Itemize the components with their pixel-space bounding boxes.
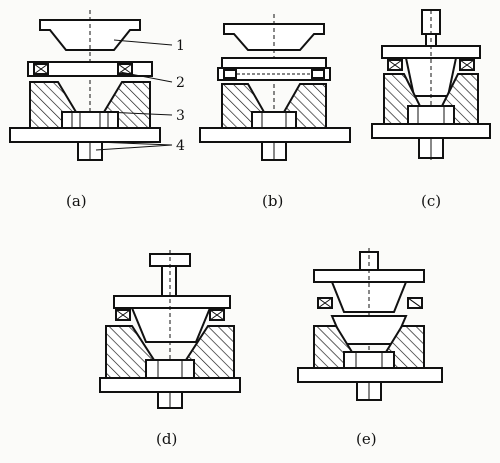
panel-a — [9, 10, 173, 161]
base-plate — [9, 127, 161, 143]
panel-c — [371, 9, 491, 160]
panel-label-c: (c) — [421, 192, 441, 210]
panel-label-d: (d) — [156, 430, 177, 448]
part-label-1: 1 — [176, 38, 185, 54]
panel-d — [99, 250, 241, 409]
panel-e — [297, 248, 443, 401]
panel-label-b: (b) — [262, 192, 283, 210]
panel-b — [199, 14, 351, 161]
panel-label-e: (e) — [356, 430, 377, 448]
part-label-2: 2 — [176, 75, 185, 91]
part-label-3: 3 — [176, 108, 185, 124]
panel-label-a: (a) — [66, 192, 87, 210]
part-label-4: 4 — [176, 138, 185, 154]
